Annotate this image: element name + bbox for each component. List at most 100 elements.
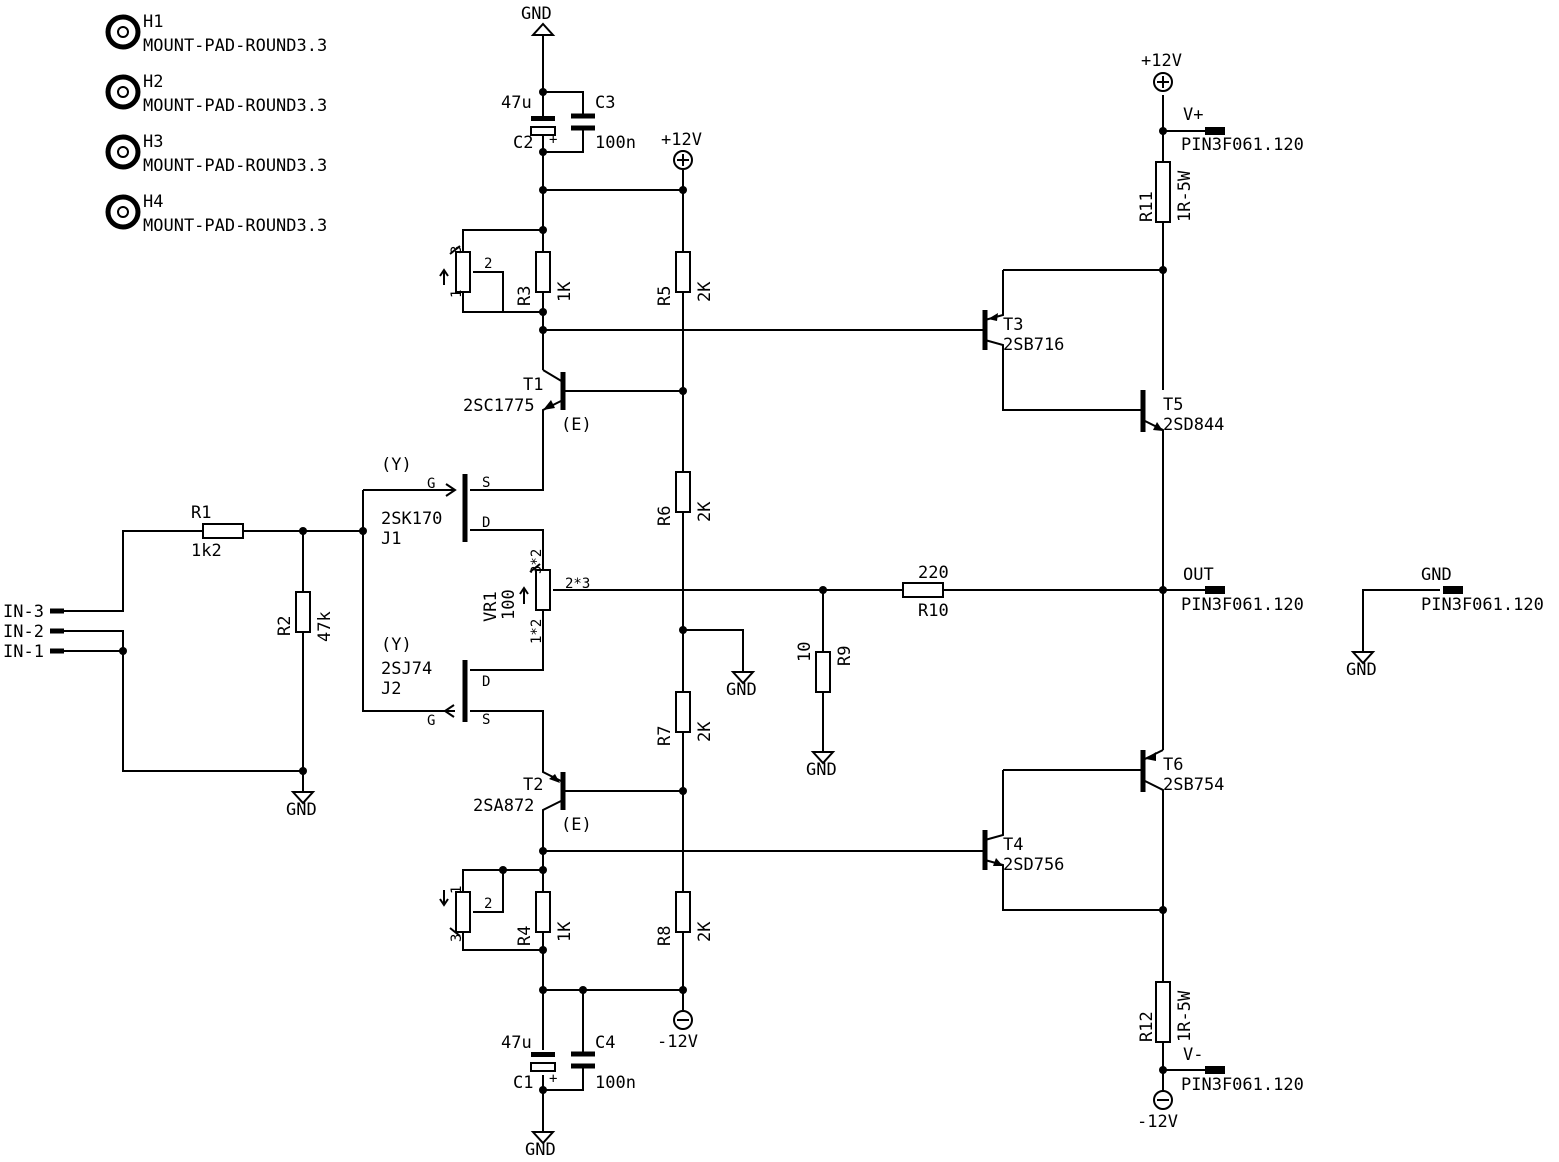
resistor-r1: R1 1k2 [191, 503, 244, 561]
connector-gnd: GND PIN3F061.120 [1421, 565, 1544, 615]
h2-value: MOUNT-PAD-ROUND3.3 [143, 96, 327, 116]
input-connector: IN-3 IN-2 IN-1 [3, 602, 64, 662]
vminus-part: PIN3F061.120 [1181, 1075, 1304, 1095]
vr1-pin-top: 3*2 [529, 549, 545, 574]
trim-lower-pin3: 3 [449, 934, 465, 942]
r9-value: 10 [795, 642, 815, 662]
r5-ref: R5 [655, 286, 675, 306]
c1-value: 47u [501, 1033, 532, 1053]
pos12v-label-mid: +12V [661, 130, 702, 150]
mounting-hole-h4: H4 MOUNT-PAD-ROUND3.3 [105, 192, 327, 236]
connector-vplus: V+ PIN3F061.120 [1181, 105, 1304, 155]
r6-ref: R6 [655, 506, 675, 526]
j1-source: S [482, 475, 490, 491]
r10-value: 220 [918, 563, 949, 583]
trim-lower-pin1: 1 [449, 886, 465, 894]
t6-part: 2SB754 [1163, 775, 1224, 795]
h1-value: MOUNT-PAD-ROUND3.3 [143, 36, 327, 56]
gnd-symbol-top: GND [521, 4, 556, 36]
gnd-label-r7: GND [726, 680, 757, 700]
j2-gate: G [427, 713, 435, 729]
gnd-symbol-r7: GND [726, 671, 757, 700]
t5-part: 2SD844 [1163, 415, 1224, 435]
out-net: OUT [1183, 565, 1214, 585]
r11-value: 1R-5W [1175, 170, 1195, 222]
h3-ref: H3 [143, 132, 163, 152]
r3-ref: R3 [515, 286, 535, 306]
transistor-t3: T3 2SB716 [982, 310, 1064, 355]
t4-ref: T4 [1003, 835, 1023, 855]
vr1-pin-wiper: 2*3 [565, 576, 590, 592]
r12-value: 1R-5W [1175, 990, 1195, 1042]
c1-ref: C1 [513, 1073, 533, 1093]
r2-value: 47k [315, 611, 335, 642]
t2-note: (E) [561, 815, 592, 835]
gnd-label-connector: GND [1346, 660, 1377, 680]
gnd-label-r2: GND [286, 800, 317, 820]
resistor-r10: 220 R10 [902, 563, 949, 621]
wires [60, 35, 1440, 1132]
resistor-r7: R7 2K [655, 691, 715, 746]
j2-part: 2SJ74 [381, 659, 432, 679]
gnd-symbol-r9: GND [806, 751, 837, 780]
gnd-label-bottom: GND [525, 1140, 556, 1160]
junction-dots [119, 88, 1167, 1094]
c2-ref: C2 [513, 133, 533, 153]
vplus-net: V+ [1183, 105, 1203, 125]
gnd-label-r9: GND [806, 760, 837, 780]
input-in2: IN-2 [3, 622, 44, 642]
pos12v-symbol-mid: +12V [661, 130, 702, 170]
r5-value: 2K [695, 281, 715, 302]
mounting-hole-h1: H1 MOUNT-PAD-ROUND3.3 [105, 12, 327, 56]
h1-ref: H1 [143, 12, 163, 32]
t1-part: 2SC1775 [463, 396, 535, 416]
input-in3: IN-3 [3, 602, 44, 622]
transistor-t4: T4 2SD756 [982, 830, 1064, 875]
vr1-pin-bottom: 1*2 [529, 619, 545, 644]
r2-ref: R2 [275, 616, 295, 636]
neg12v-symbol-right: -12V [1137, 1090, 1178, 1132]
capacitor-c2: + 47u C2 [501, 93, 557, 153]
resistor-r4: R4 1K [515, 891, 575, 946]
c1-plus-mark: + [549, 1071, 557, 1087]
gnd-label-top: GND [521, 4, 552, 24]
j2-note: (Y) [381, 635, 412, 655]
pos12v-symbol-right: +12V [1141, 51, 1182, 92]
j2-source: S [482, 712, 490, 728]
jfet-j1: (Y) G S D 2SK170 J1 [381, 455, 490, 549]
r6-value: 2K [695, 501, 715, 522]
t4-part: 2SD756 [1003, 855, 1064, 875]
mounting-hole-h3: H3 MOUNT-PAD-ROUND3.3 [105, 132, 327, 176]
gnd-conn-part: PIN3F061.120 [1421, 595, 1544, 615]
t5-ref: T5 [1163, 395, 1183, 415]
trimmer-vr1: 3*2 1*2 2*3 VR1 100 [481, 549, 590, 644]
r7-value: 2K [695, 721, 715, 742]
t3-ref: T3 [1003, 315, 1023, 335]
connector-vminus: V- PIN3F061.120 [1181, 1045, 1304, 1095]
resistor-r8: R8 2K [655, 891, 715, 946]
t1-note: (E) [561, 415, 592, 435]
trim-upper-pin1: 1 [449, 290, 465, 298]
neg12v-label-right: -12V [1137, 1112, 1178, 1132]
trim-lower-pin2: 2 [484, 896, 492, 912]
connector-out: OUT PIN3F061.120 [1181, 565, 1304, 615]
r8-ref: R8 [655, 926, 675, 946]
pos12v-label-right: +12V [1141, 51, 1182, 71]
c3-value: 100n [595, 133, 636, 153]
gnd-conn-net: GND [1421, 565, 1452, 585]
j1-note: (Y) [381, 455, 412, 475]
resistor-r6: R6 2K [655, 471, 715, 526]
r7-ref: R7 [655, 726, 675, 746]
jfet-j2: (Y) 2SJ74 J2 D G S [381, 635, 490, 729]
gnd-symbol-connector: GND [1346, 651, 1377, 680]
r8-value: 2K [695, 921, 715, 942]
h4-ref: H4 [143, 192, 163, 212]
resistor-r3: R3 1K [515, 251, 575, 306]
vr1-value: 100 [499, 589, 519, 620]
c3-ref: C3 [595, 93, 615, 113]
t3-part: 2SB716 [1003, 335, 1064, 355]
r9-ref: R9 [835, 646, 855, 666]
gnd-symbol-r2: GND [286, 791, 317, 820]
input-in1: IN-1 [3, 642, 44, 662]
